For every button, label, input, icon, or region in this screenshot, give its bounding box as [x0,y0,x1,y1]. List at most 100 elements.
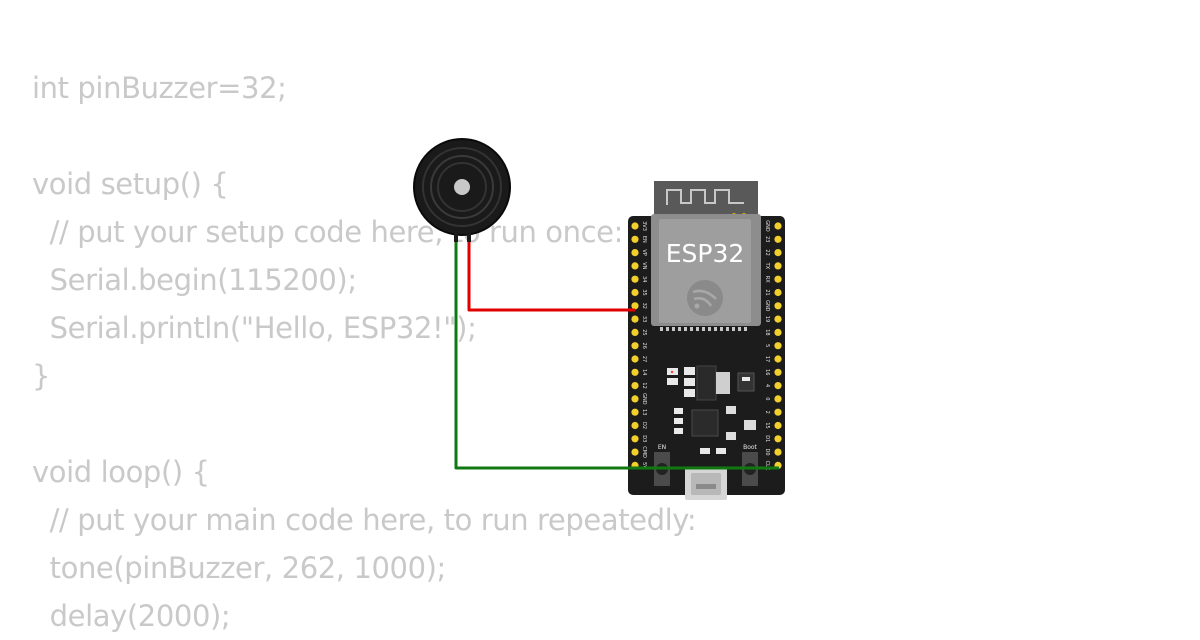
code-line: // put your main code here, to run repea… [32,503,697,537]
pin-left-en[interactable] [631,235,639,243]
pin-label-right: D0 [764,449,770,456]
pin-left-d3[interactable] [631,435,639,443]
antenna-trace-icon [666,189,744,205]
pin-right-19[interactable] [774,315,782,323]
pin-right-4[interactable] [774,382,782,390]
pin-label-right: 19 [764,316,770,322]
pin-right-23[interactable] [774,235,782,243]
pin-label-right: 16 [764,369,770,375]
ground-wire[interactable] [454,237,779,470]
usb-connector-icon [685,468,727,500]
pin-left-cmd[interactable] [631,448,639,456]
code-line: Serial.begin(115200); [32,263,357,297]
pin-left-3v3[interactable] [631,222,639,230]
signal-wire[interactable] [467,237,635,312]
pin-left-32[interactable] [631,302,639,310]
pin-right-gnd[interactable] [774,302,782,310]
pin-label-left: VP [641,249,647,255]
pin-label-left: 27 [641,356,647,362]
buzzer[interactable] [413,138,511,242]
pin-left-d2[interactable] [631,421,639,430]
right-pin-header[interactable] [774,222,782,469]
boot-button-label: Boot [743,444,757,451]
espressif-logo-icon [687,280,723,316]
pin-right-18[interactable] [774,328,782,336]
pin-right-15[interactable] [774,421,782,430]
pin-label-left: 26 [641,343,647,349]
left-pin-header[interactable] [631,222,639,469]
pin-right-17[interactable] [774,355,782,363]
left-pin-labels: 3V3ENVPVN343532332526271412GND13D2D3CMD5… [641,221,647,469]
pin-label-left: VN [641,262,647,269]
pin-label-right: 0 [764,397,770,400]
pin-right-21[interactable] [774,288,782,297]
pin-label-left: EN [641,236,647,243]
code-line: int pinBuzzer=32; [32,71,287,105]
pin-label-right: 4 [764,384,770,387]
pin-label-left: 33 [641,316,647,322]
pin-left-27[interactable] [631,355,639,363]
pin-label-left: 14 [641,369,647,375]
code-line: } [32,359,51,393]
pin-right-d1[interactable] [774,435,782,443]
pin-label-right: 21 [764,289,770,295]
pin-left-vp[interactable] [631,249,639,257]
code-line: void setup() { [32,167,229,201]
pin-label-left: 12 [641,382,647,388]
pin-label-left: 3V3 [641,221,647,231]
code-line: void loop() { [32,455,210,489]
pin-label-right: GND [764,300,770,312]
buzzer-center-icon [454,179,470,195]
pin-label-right: RX [764,276,770,283]
pin-label-left: 13 [641,409,647,415]
pin-left-14[interactable] [631,368,639,376]
pin-left-25[interactable] [631,328,639,336]
board-label: ESP32 [666,239,745,268]
pin-right-rx[interactable] [774,275,782,283]
pin-label-left: 32 [641,303,647,309]
pin-label-right: 2 [764,411,770,414]
boot-button[interactable]: Boot [742,444,758,486]
pin-label-right: GND [764,220,770,232]
pin-right-gnd[interactable] [774,222,782,230]
pin-label-right: 23 [764,236,770,242]
pin-left-12[interactable] [631,382,639,390]
code-line: // put your setup code here, to run once… [32,215,624,249]
pin-left-vn[interactable] [631,262,639,270]
code-line: delay(2000); [32,599,231,633]
pin-left-26[interactable] [631,342,639,350]
en-button-label: EN [658,444,666,451]
pin-right-2[interactable] [774,408,782,416]
pin-label-right: 15 [764,422,770,428]
pin-left-33[interactable] [631,315,639,323]
pin-label-left: D2 [641,422,647,429]
code-line: tone(pinBuzzer, 262, 1000); [32,551,447,585]
pin-left-13[interactable] [631,408,639,416]
pin-label-right: TX [764,262,770,270]
pin-right-0[interactable] [774,395,782,403]
pin-right-16[interactable] [774,368,782,376]
pin-label-right: D1 [764,435,770,442]
pin-label-left: 25 [641,329,647,335]
pin-label-left: D3 [641,435,647,442]
pin-label-left: 35 [641,289,647,295]
pin-label-left: 5V [641,462,647,469]
pin-right-22[interactable] [774,249,782,257]
pin-right-tx[interactable] [774,262,782,270]
pin-label-right: 22 [764,249,770,255]
pin-label-right: CLK [764,461,770,471]
pin-label-right: 18 [764,329,770,335]
pin-left-gnd[interactable] [631,395,639,403]
pin-label-right: 5 [764,344,770,347]
pin-label-left: GND [641,393,647,405]
pin-right-5[interactable] [774,342,782,350]
pin-label-right: 17 [764,356,770,362]
pin-left-35[interactable] [631,288,639,297]
pin-right-d0[interactable] [774,448,782,456]
board-components [667,365,756,454]
pin-left-34[interactable] [631,275,639,283]
pin-label-left: CMD [641,446,647,458]
esp32-board[interactable]: ESP32 [628,181,785,500]
